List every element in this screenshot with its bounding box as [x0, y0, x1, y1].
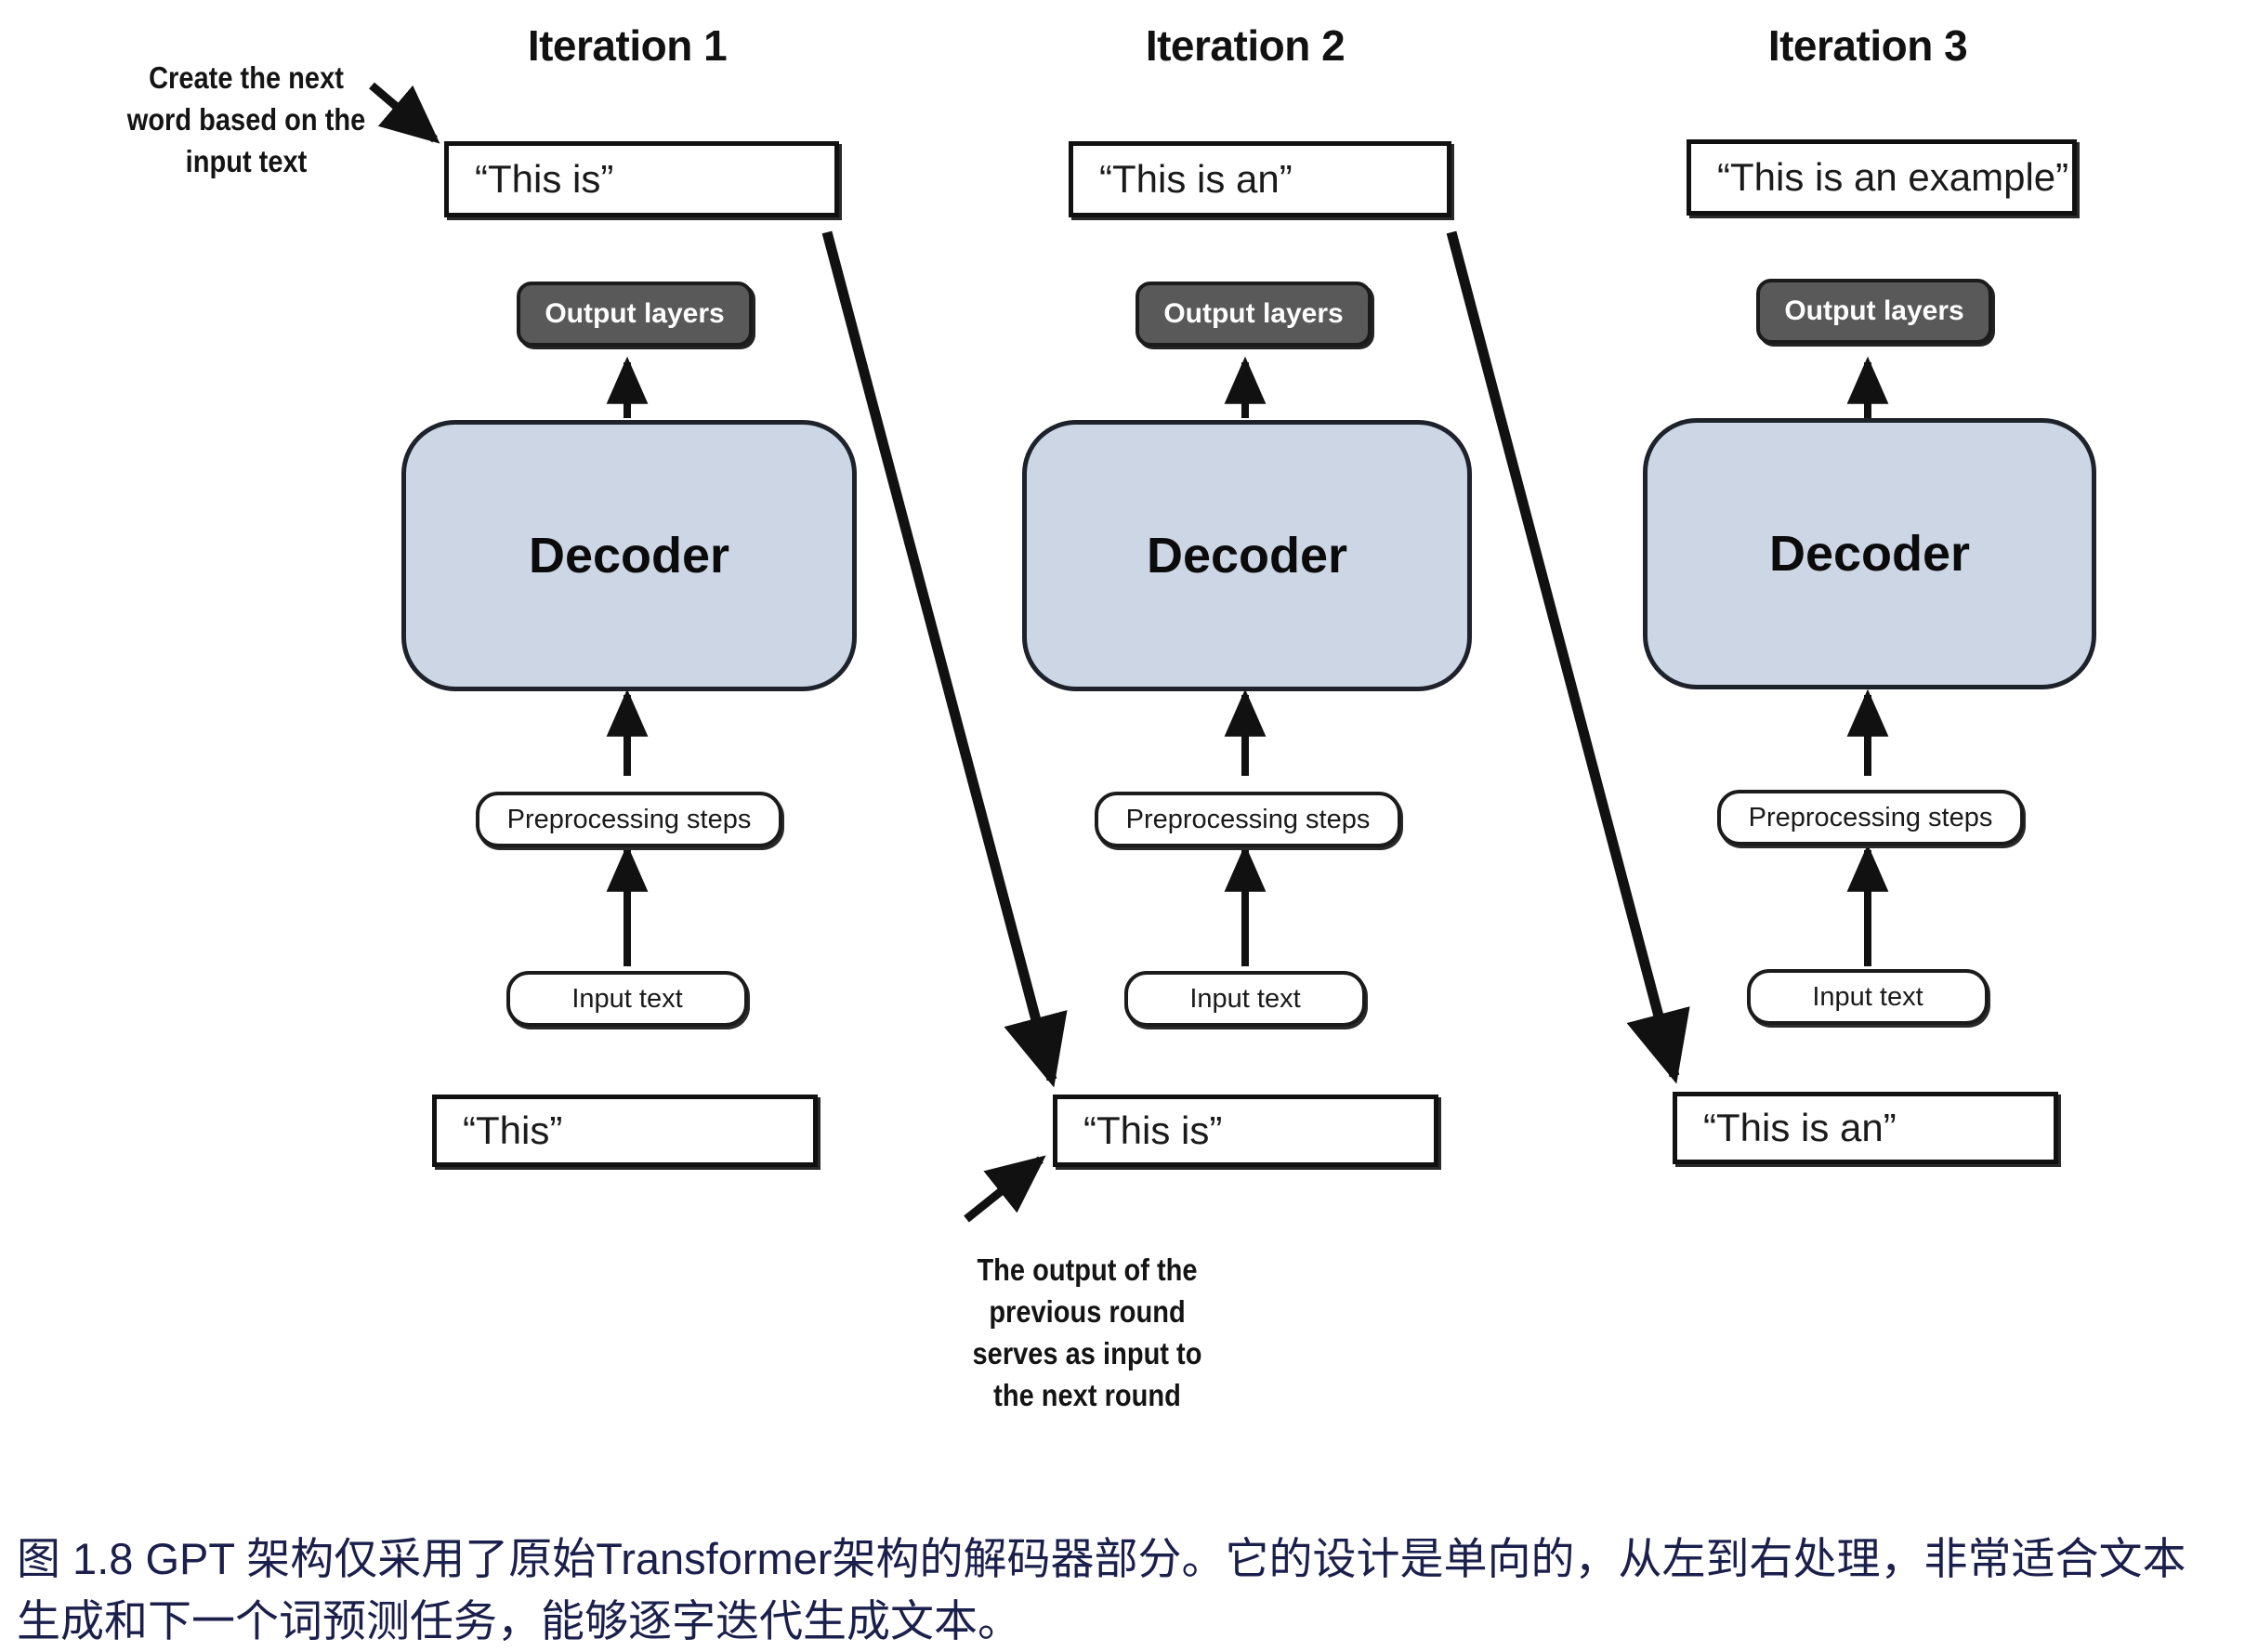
decoder-box-3[interactable]: Decoder [1643, 418, 2096, 689]
input-string-box-3[interactable]: “This is an” [1673, 1092, 2058, 1164]
preprocessing-box-1[interactable]: Preprocessing steps [476, 792, 782, 847]
iteration-title-3: Iteration 3 [1767, 21, 1968, 70]
input-text-box-2[interactable]: Input text [1124, 971, 1366, 1027]
input-string-box-1[interactable]: “This” [432, 1095, 818, 1167]
annotation-line: Create the next [149, 60, 344, 95]
callout-arrow-bottom-center [964, 1155, 1046, 1223]
input-text-box-1[interactable]: Input text [506, 971, 748, 1027]
output-layers-box-3[interactable]: Output layers [1756, 279, 1992, 344]
iteration-title-2: Iteration 2 [1145, 21, 1346, 70]
caption-line-1: 图 1.8 GPT 架构仅采用了原始Transformer架构的解码器部分。它的… [17, 1534, 2186, 1583]
annotation-line: previous round [989, 1293, 1186, 1329]
preprocessing-box-2[interactable]: Preprocessing steps [1095, 792, 1401, 847]
annotation-line: The output of the [977, 1252, 1198, 1287]
output-text-box-1[interactable]: “This is” [444, 141, 839, 217]
annotation-line: word based on the [126, 101, 366, 137]
input-string-box-2[interactable]: “This is” [1053, 1095, 1438, 1167]
figure-caption: 图 1.8 GPT 架构仅采用了原始Transformer架构的解码器部分。它的… [17, 1528, 2247, 1652]
annotation-output-serves-as-input: The output of the previous round serves … [912, 1250, 1263, 1417]
annotation-line: the next round [993, 1377, 1181, 1412]
arrow-iter2-output-to-iter3-input [1446, 230, 1690, 1084]
annotation-line: input text [185, 143, 308, 178]
annotation-create-next-word: Create the next word based on the input … [112, 58, 381, 183]
arrow-iter1-output-to-iter2-input [821, 230, 1068, 1088]
output-layers-box-1[interactable]: Output layers [517, 282, 753, 347]
output-layers-box-2[interactable]: Output layers [1136, 282, 1372, 347]
caption-line-2: 生成和下一个词预测任务，能够逐字迭代生成文本。 [17, 1595, 1021, 1645]
decoder-box-1[interactable]: Decoder [401, 420, 857, 691]
decoder-box-2[interactable]: Decoder [1022, 420, 1472, 691]
output-text-box-2[interactable]: “This is an” [1069, 141, 1451, 217]
output-text-box-3[interactable]: “This is an example” [1687, 139, 2077, 216]
annotation-line: serves as input to [972, 1335, 1202, 1370]
preprocessing-box-3[interactable]: Preprocessing steps [1717, 790, 2024, 846]
input-text-box-3[interactable]: Input text [1747, 969, 1989, 1025]
iteration-title-1: Iteration 1 [527, 21, 728, 70]
